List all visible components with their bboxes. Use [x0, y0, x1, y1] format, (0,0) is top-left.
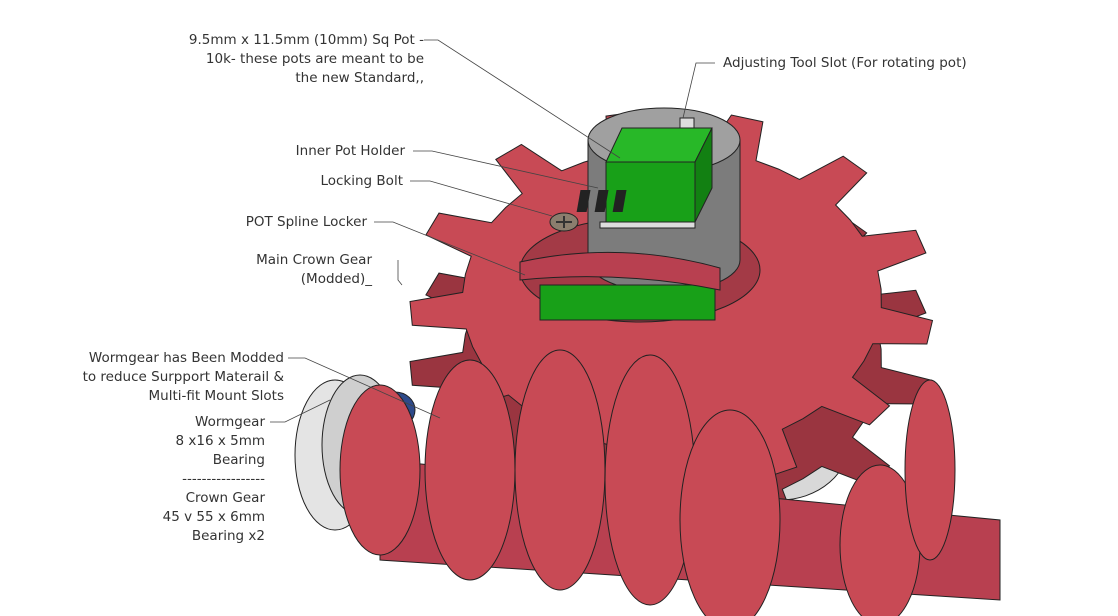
wormgear-mod-line: to reduce Surpport Materail & [82, 369, 284, 385]
worm-thread [604, 354, 696, 606]
bearing-line: Crown Gear [185, 490, 265, 506]
pot-label-line: the new Standard,, [295, 70, 424, 86]
pot-label-line: 10k- these pots are meant to be [205, 51, 424, 67]
locking-bolt [549, 212, 579, 232]
pot-label: 9.5mm x 11.5mm (10mm) Sq Pot - 10k- thes… [189, 31, 424, 88]
worm-thread [339, 384, 421, 556]
crown-gear-label: Main Crown Gear (Modded)_ [256, 251, 372, 289]
bearing-line: 45 v 55 x 6mm [162, 509, 265, 525]
bearing-line: Bearing x2 [191, 528, 265, 544]
crown-gear-label-line: (Modded)_ [300, 271, 372, 287]
bearings-label: Wormgear 8 x16 x 5mm Bearing -----------… [163, 413, 265, 546]
bearing-line: ----------------- [182, 471, 265, 487]
crown-gear-label-line: Main Crown Gear [256, 252, 372, 268]
wormgear [339, 349, 1001, 616]
worm-thread [904, 379, 956, 561]
inner-holder-label: Inner Pot Holder [295, 143, 405, 159]
locking-bolt-label: Locking Bolt [320, 173, 403, 189]
bearing-line: Bearing [212, 452, 265, 468]
bearing-line: Wormgear [195, 414, 265, 430]
leader-lines [270, 39, 715, 423]
wormgear-mod-label: Wormgear has Been Modded to reduce Surpp… [83, 349, 284, 406]
spline-locker [519, 251, 721, 321]
worm-thread [514, 349, 606, 591]
tool-slot-label: Adjusting Tool Slot (For rotating pot) [723, 55, 967, 71]
pot-label-line: 9.5mm x 11.5mm (10mm) Sq Pot - [188, 32, 424, 48]
bearing-line: 8 x16 x 5mm [175, 433, 265, 449]
wormgear-mod-line: Multi-fit Mount Slots [148, 388, 284, 404]
worm-thread [679, 409, 781, 616]
worm-thread [424, 359, 516, 581]
spline-locker-label: POT Spline Locker [245, 214, 367, 230]
square-pot [576, 127, 713, 229]
wormgear-mod-line: Wormgear has Been Modded [88, 350, 284, 366]
